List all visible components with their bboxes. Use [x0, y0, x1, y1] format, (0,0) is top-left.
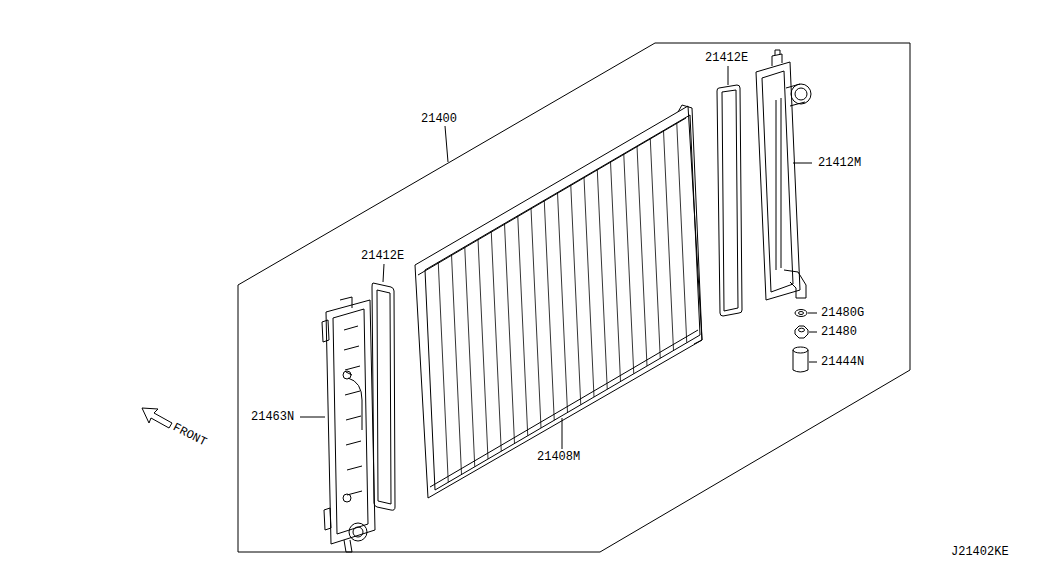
gasket-left [372, 283, 395, 510]
left-tank-outlet-bore [353, 527, 363, 537]
radiator-core-frame [415, 106, 702, 498]
part-number: 21480G [820, 306, 865, 320]
front-arrow [142, 408, 172, 428]
left-tank-fitting [343, 494, 351, 502]
right-tank-drain [784, 270, 806, 298]
left-tank-outlet [349, 523, 367, 541]
right-tank-cap [772, 50, 782, 66]
left-tank-fitting [343, 371, 351, 379]
part-number: 21408M [536, 450, 581, 464]
left-tank-hose [346, 372, 362, 430]
part-number: 21480 [820, 325, 858, 339]
nut [795, 326, 808, 338]
drain-cock-top [793, 347, 808, 353]
washer [795, 310, 807, 317]
left-tank-ribs [344, 326, 362, 495]
nut-bore [799, 328, 805, 332]
right-tank-inlet-pipe [791, 84, 811, 104]
part-number: 21412M [817, 156, 862, 170]
right-tank-inlet-bore [795, 88, 807, 100]
part-number: 21444N [820, 355, 865, 369]
part-number: 21412E [704, 51, 749, 65]
part-number: 21412E [360, 249, 405, 263]
diagram-code: J21402KE [950, 545, 1010, 559]
washer-hole [799, 312, 804, 315]
gasket-right [717, 85, 742, 316]
assembly-boundary [238, 43, 910, 552]
right-tank [756, 62, 800, 300]
direction-label: FRONT [170, 420, 210, 450]
part-number: 21463N [250, 410, 295, 424]
core-top-rail [418, 105, 702, 487]
left-tank [326, 300, 375, 544]
left-tank-clips [322, 297, 352, 552]
part-number: 21400 [420, 112, 458, 126]
right-tank-ribs [776, 98, 781, 270]
leader-lines [300, 66, 817, 449]
